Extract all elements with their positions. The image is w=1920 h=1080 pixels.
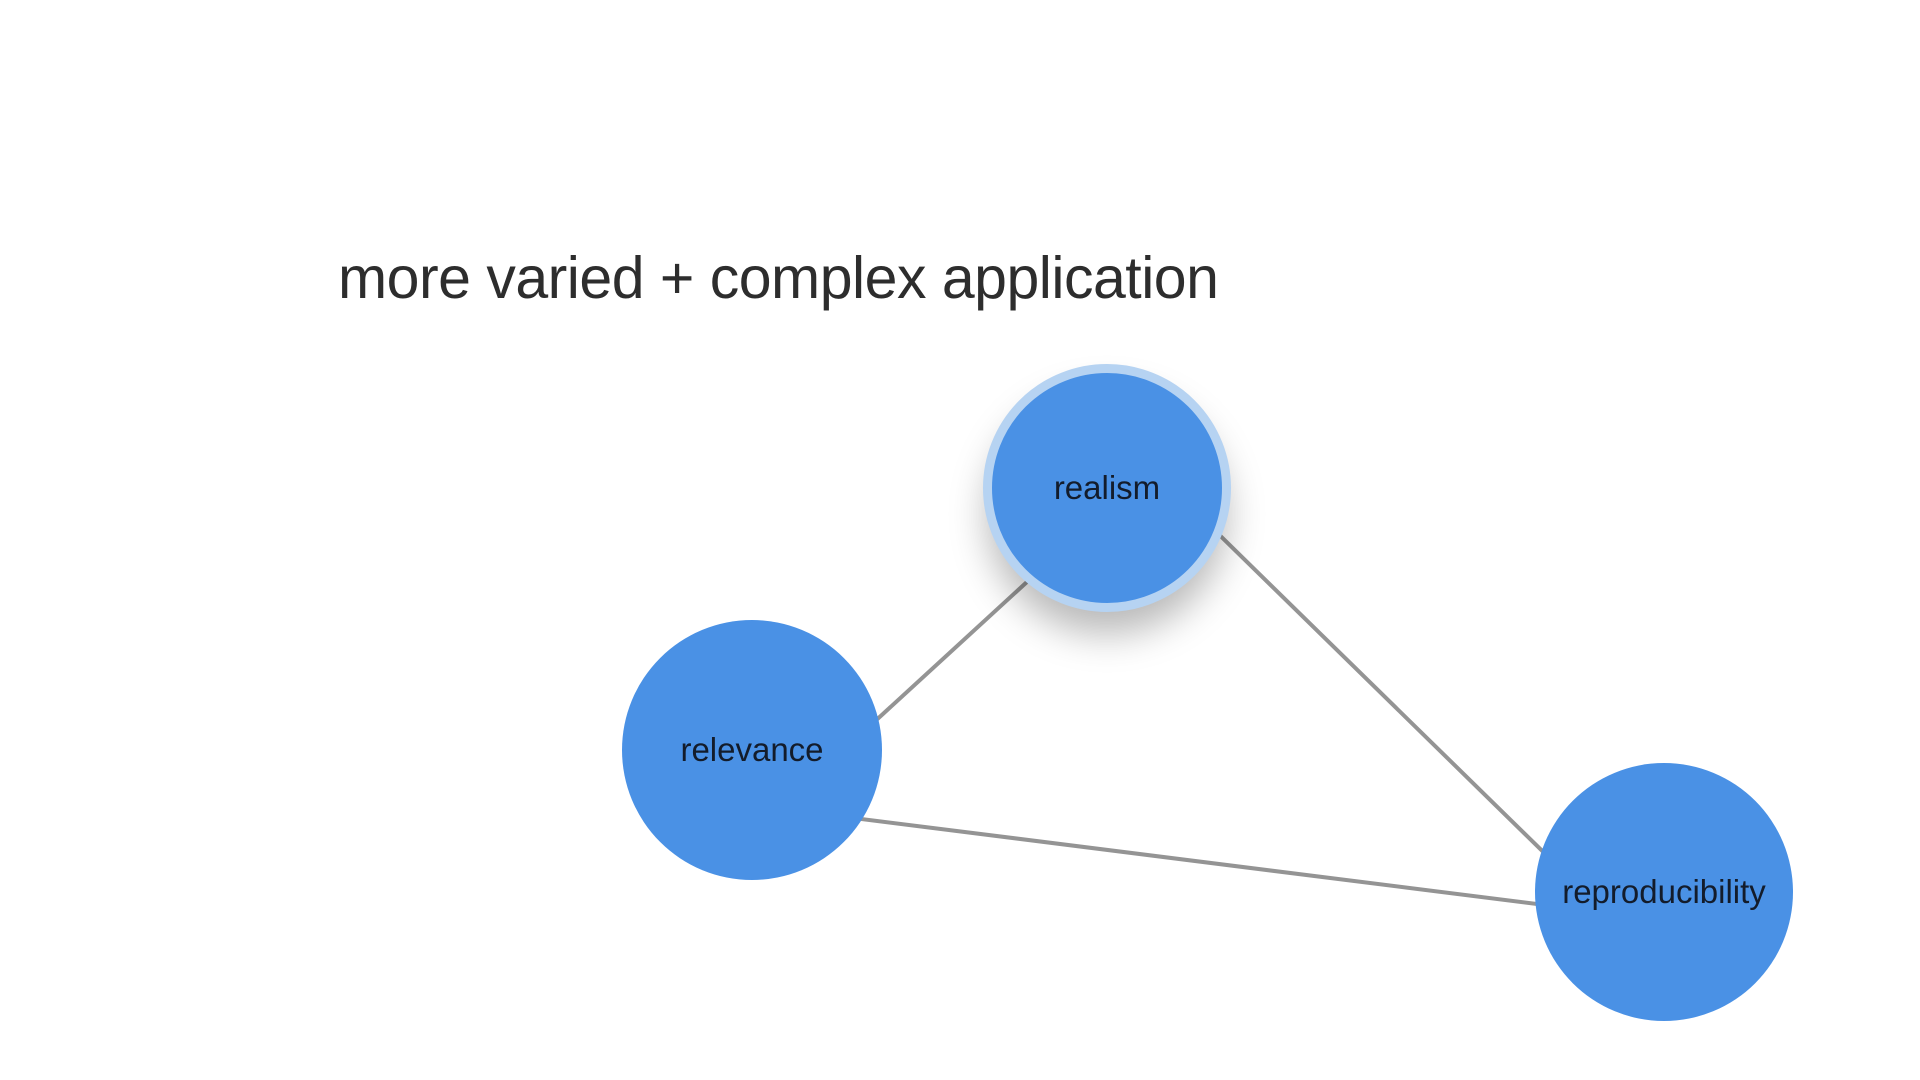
node-realism-label: realism [1053,469,1161,506]
node-reproducibility-label: reproducibility [1562,873,1766,910]
node-realism[interactable]: realism [983,364,1231,612]
node-relevance[interactable]: relevance [622,620,882,880]
edge-relevance-reproducibility [788,808,1642,919]
node-relevance-label: relevance [680,731,824,768]
node-reproducibility[interactable]: reproducibility [1535,763,1793,1021]
slide-title: more varied + complex application [338,245,1219,311]
